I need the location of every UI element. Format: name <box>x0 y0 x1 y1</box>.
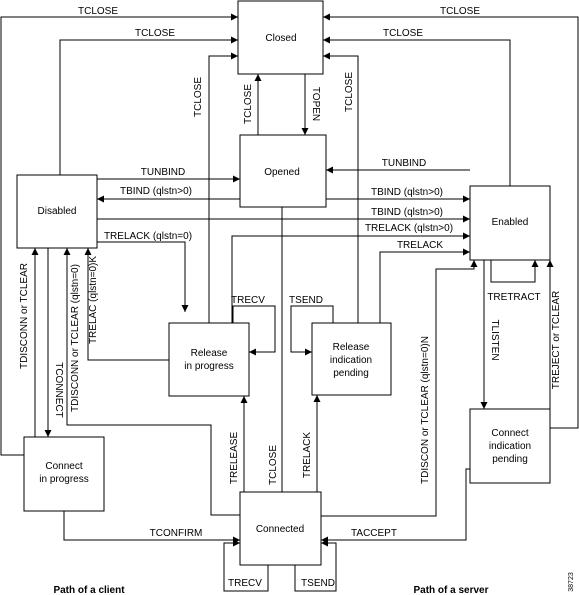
label-tdisconn-tclear-qlstn0: TDISCONN or TCLEAR (qlstn=0) <box>70 264 81 412</box>
label-tclose-release-right: TCLOSE <box>344 72 355 112</box>
state-enabled: Enabled <box>469 185 551 261</box>
state-release-in-progress-line1: Release <box>191 348 228 359</box>
edge-topen: TOPEN <box>301 74 321 135</box>
edge-tconnect: TCONNECT <box>44 248 64 437</box>
edge-tretract: TRETRACT <box>487 260 541 303</box>
state-disabled: Disabled <box>16 174 98 249</box>
label-tretract: TRETRACT <box>487 292 540 303</box>
label-tclose-top-right-inner: TCLOSE <box>383 28 423 39</box>
state-connect-in-progress-line1: Connect <box>45 461 82 472</box>
label-tclose-opened: TCLOSE <box>243 84 254 124</box>
edge-tconfirm: TCONFIRM <box>63 511 240 544</box>
edge-tunbind-left: TUNBIND <box>97 167 240 183</box>
label-tlisten: TLISTEN <box>489 319 500 360</box>
label-tclose-release-left: TCLOSE <box>193 77 204 117</box>
label-tsend-connected: TSEND <box>301 578 335 589</box>
state-connected: Connected <box>239 491 322 566</box>
label-tclose-top-left: TCLOSE <box>78 6 118 17</box>
state-connect-indication-line3: pending <box>492 454 528 465</box>
edge-tsend-connected: TSEND <box>294 539 337 592</box>
label-tconfirm: TCONFIRM <box>150 528 203 539</box>
label-tunbind-right: TUNBIND <box>382 158 426 169</box>
state-connected-label: Connected <box>256 524 304 535</box>
label-trecv-connected: TRECV <box>228 578 262 589</box>
edge-tclose-inner-right: TCLOSE <box>323 28 511 186</box>
label-trelack-connected: TRELACK <box>302 432 313 478</box>
label-tbind-left: TBIND (qlstn>0) <box>120 186 192 197</box>
edge-tdisconn-tclear-left: TDISCONN or TCLEAR <box>19 248 39 437</box>
state-opened-label: Opened <box>264 167 300 178</box>
label-topen: TOPEN <box>310 87 321 121</box>
edge-trelease: TRELEASE <box>229 396 248 492</box>
state-closed-label: Closed <box>265 33 296 44</box>
state-release-indication-line1: Release <box>333 342 370 353</box>
edge-tbind-right-1: TBIND (qlstn>0) <box>326 187 470 203</box>
edge-trelack-enabled-2: TRELACK <box>379 240 470 323</box>
edge-tclose-release-right: TCLOSE <box>323 52 359 323</box>
state-release-indication-line2: indication <box>330 355 372 366</box>
edge-treject-tclear: TREJECT or TCLEAR <box>546 260 562 409</box>
edge-tbind-left: TBIND (qlstn>0) <box>97 186 240 203</box>
state-opened: Opened <box>239 134 327 208</box>
label-trelac-qlstn0k: TRELAC (qlstn=0)K <box>88 256 99 344</box>
label-trecv-release: TRECV <box>231 295 265 306</box>
state-connect-in-progress: Connect in progress <box>23 436 105 512</box>
edge-tdisconn-tclear-qlstn0: TDISCONN or TCLEAR (qlstn=0) <box>63 248 240 516</box>
edge-trelack-disabled: TRELACK (qlstn=0) <box>97 231 192 312</box>
state-connect-indication-line2: indication <box>489 441 531 452</box>
label-trelease: TRELEASE <box>229 432 240 485</box>
label-taccept: TACCEPT <box>351 528 397 539</box>
edge-trelac-qlstn0k: TRELAC (qlstn=0)K <box>84 248 169 361</box>
edge-tunbind-right: TUNBIND <box>326 158 470 174</box>
edge-tclose-release-left: TCLOSE <box>193 52 238 323</box>
edge-trecv-release: TRECV <box>231 295 276 356</box>
label-tclose-top-left-inner: TCLOSE <box>135 28 175 39</box>
state-connect-indication-line1: Connect <box>491 428 528 439</box>
state-enabled-label: Enabled <box>492 217 529 228</box>
label-trelack-disabled: TRELACK (qlstn=0) <box>104 231 192 242</box>
figure-id: 38723 <box>568 572 575 592</box>
edge-tsend-release: TSEND <box>289 295 334 356</box>
state-release-in-progress: Release in progress <box>168 322 250 397</box>
state-release-indication-pending: Release indication pending <box>311 322 392 396</box>
label-tbind-right-2: TBIND (qlstn>0) <box>371 207 443 218</box>
label-tunbind-left: TUNBIND <box>141 167 185 178</box>
edge-tclose-opened: TCLOSE <box>243 74 262 135</box>
edge-tclose-inner-left: TCLOSE <box>59 28 238 175</box>
edge-taccept: TACCEPT <box>321 468 470 544</box>
edge-tclose-outer-left: TCLOSE <box>0 6 238 456</box>
label-tdisconn-tclear-left: TDISCONN or TCLEAR <box>19 263 30 369</box>
footer-client-path: Path of a client <box>53 585 125 595</box>
state-release-indication-line3: pending <box>333 368 369 379</box>
edge-trecv-connected: TRECV <box>223 539 269 592</box>
label-tdiscon-tclear-qlstn0n: TDISCON or TCLEAR (qlstn=0)N <box>420 336 431 484</box>
edge-tclose-connected: TCLOSE <box>268 445 279 485</box>
label-trelack-enabled-2: TRELACK <box>397 240 443 251</box>
label-tclose-connected: TCLOSE <box>268 445 279 485</box>
label-tconnect: TCONNECT <box>53 362 64 418</box>
edge-tbind-right-2: TBIND (qlstn>0) <box>97 207 470 223</box>
label-tbind-right-1: TBIND (qlstn>0) <box>371 187 443 198</box>
footer-server-path: Path of a server <box>413 585 488 595</box>
edge-trelack-connected: TRELACK <box>302 395 321 492</box>
edge-tlisten: TLISTEN <box>480 260 500 409</box>
label-tclose-top-right: TCLOSE <box>440 6 480 17</box>
label-tsend-release: TSEND <box>289 295 323 306</box>
state-connect-in-progress-line2: in progress <box>39 474 88 485</box>
state-disabled-label: Disabled <box>38 206 77 217</box>
edge-tdiscon-tclear-qlstn0n: TDISCON or TCLEAR (qlstn=0)N <box>321 260 478 517</box>
label-trelack-enabled-1: TRELACK (qlstn>0) <box>365 223 453 234</box>
label-treject-tclear: TREJECT or TCLEAR <box>551 291 562 390</box>
state-closed: Closed <box>237 0 324 75</box>
edge-tclose-outer-right: TCLOSE <box>323 6 579 429</box>
state-connect-indication-pending: Connect indication pending <box>469 408 551 484</box>
state-release-in-progress-line2: in progress <box>184 361 233 372</box>
edge-trelack-enabled-1: TRELACK (qlstn>0) <box>231 223 470 323</box>
